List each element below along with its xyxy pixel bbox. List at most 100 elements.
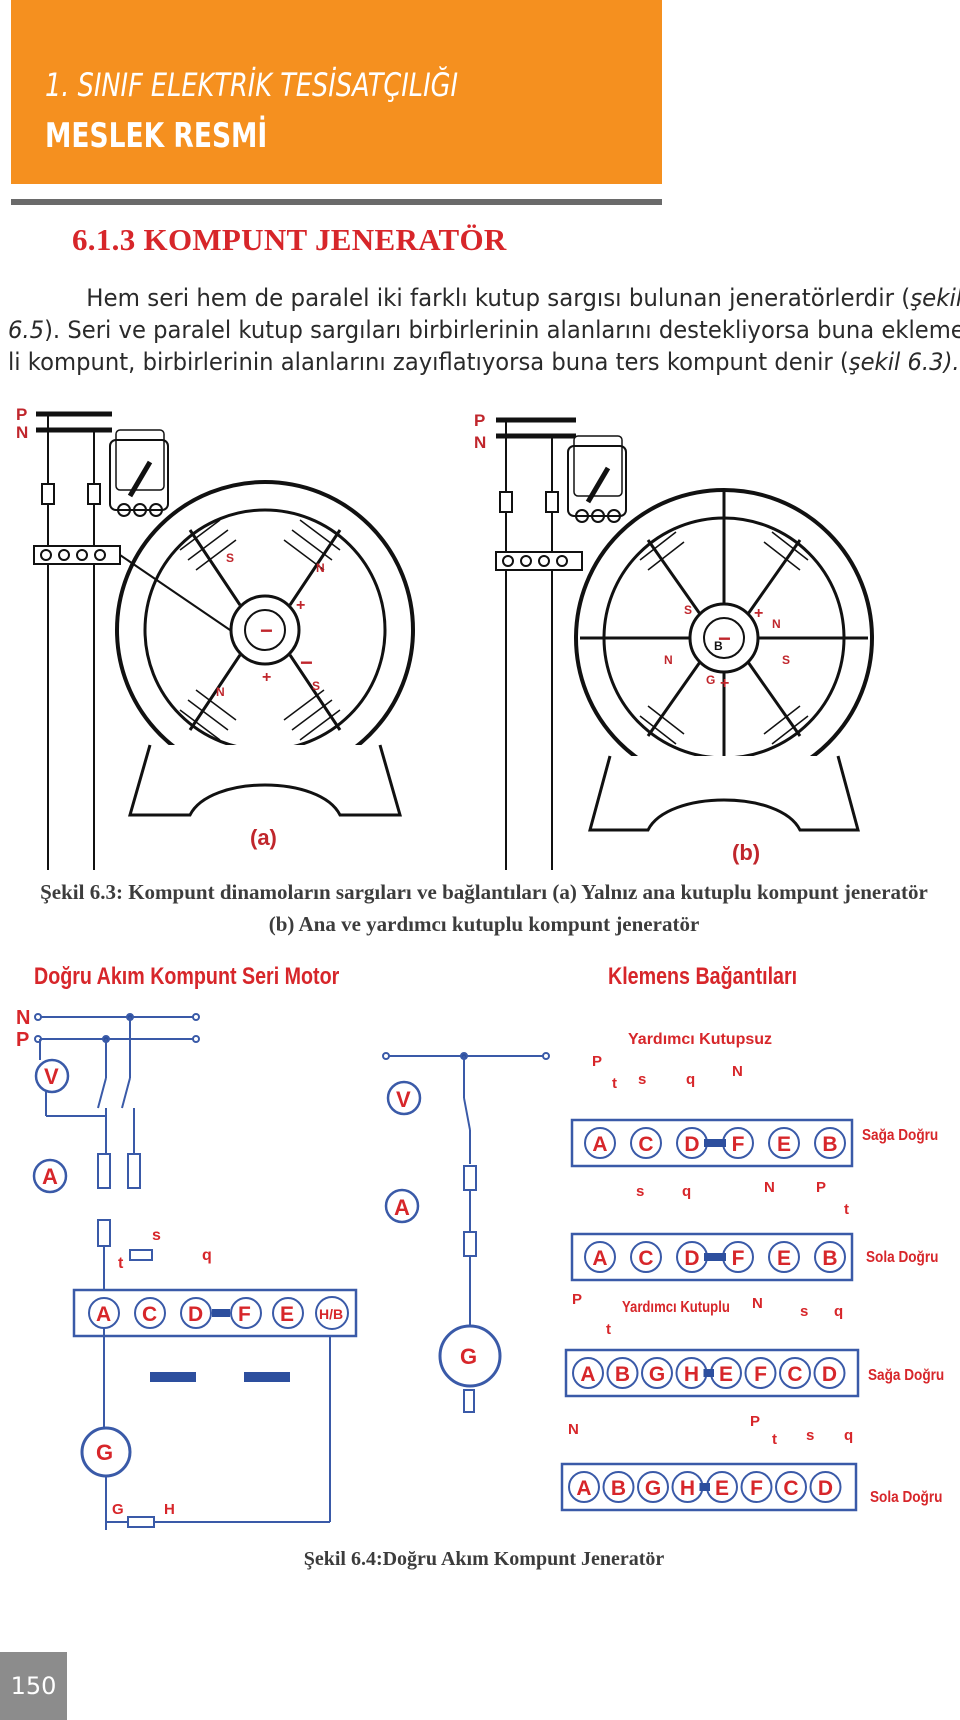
terminal-label: A [592, 1133, 607, 1156]
plus-sign: + [754, 605, 763, 622]
terminal-circle [744, 1357, 777, 1389]
terminal-label: A [592, 1247, 607, 1270]
page-number: 150 [0, 1652, 67, 1720]
terminal-circle [584, 1127, 616, 1159]
terminal-label: E [777, 1247, 791, 1270]
generator-label: G [460, 1344, 477, 1369]
terminal-label: D [822, 1363, 837, 1386]
ammeter-label: A [394, 1195, 410, 1220]
t-mark: t [612, 1075, 617, 1092]
terminal-label: B [611, 1477, 626, 1500]
terminal-circle [814, 1127, 846, 1159]
plus-sign: + [296, 597, 305, 614]
terminal-bridge [704, 1139, 726, 1147]
terminal-f: F [238, 1303, 251, 1326]
supply-p-label: P [474, 411, 485, 430]
header-course-title: 1. SINIF ELEKTRİK TESİSATÇILIĞI [45, 66, 458, 104]
direction-label: Sağa Doğru [862, 1127, 938, 1144]
s-mark: s [800, 1303, 808, 1320]
paragraph-ref: 6.5 [8, 316, 45, 344]
pole-g-label: G [706, 673, 715, 687]
generator-label: G [96, 1440, 113, 1465]
section-title: 6.1.3 KOMPUNT JENERATÖR [72, 222, 507, 257]
paragraph-text: ). Seri ve paralel kutup sargıları birbi… [44, 316, 960, 344]
supply-n-label: N [16, 423, 28, 442]
paragraph-ref: şekil 6.3). [848, 348, 960, 376]
motor-title: Doğru Akım Kompunt Seri Motor [34, 962, 340, 989]
supply-p-label: P [16, 405, 27, 424]
n-mark: N [732, 1063, 743, 1080]
terminal-label: B [822, 1247, 837, 1270]
terminal-label: B [615, 1363, 630, 1386]
pole-n-label: N [664, 653, 673, 667]
terminal-label: C [783, 1477, 798, 1500]
p-label: P [16, 1029, 29, 1051]
terminal-label: C [638, 1247, 653, 1270]
p-mark: P [592, 1053, 602, 1070]
paragraph-text: Hem seri hem de paralel iki farklı kutup… [86, 284, 911, 312]
terminal-label: G [645, 1477, 661, 1500]
terminal-label: E [719, 1363, 733, 1386]
q-mark: q [682, 1183, 691, 1200]
terminal-circle [809, 1471, 842, 1503]
voltmeter-label: V [396, 1087, 411, 1112]
direction-label: Sola Doğru [866, 1249, 938, 1266]
label-a: (a) [250, 825, 277, 850]
terminal-circle [584, 1241, 616, 1273]
t-label: t [118, 1255, 124, 1272]
terminal-bridge [703, 1369, 714, 1377]
t-mark: t [772, 1431, 777, 1448]
plus-sign: + [720, 675, 729, 692]
n-mark: N [764, 1179, 775, 1196]
p-mark: P [816, 1179, 826, 1196]
terminal-label: D [818, 1477, 833, 1500]
terminal-d: D [188, 1303, 203, 1326]
terminal-circle [630, 1241, 662, 1273]
terminal-circle [740, 1471, 773, 1503]
terminal-label: A [580, 1363, 595, 1386]
pole-s-label: S [782, 653, 790, 667]
n-label: N [16, 1007, 30, 1029]
minus-sign: − [260, 618, 273, 643]
terminal-circle [630, 1127, 662, 1159]
q-label: q [202, 1247, 212, 1264]
paragraph-line: 6.5). Seri ve paralel kutup sargıları bi… [8, 314, 960, 346]
paragraph-line: Hem seri hem de paralel iki farklı kutup… [8, 282, 960, 314]
t-mark: t [844, 1201, 849, 1218]
g-terminal-label: G [112, 1501, 124, 1518]
pole-s-label: S [684, 603, 692, 617]
pole-n-label: N [316, 561, 325, 575]
terminal-circle [641, 1357, 673, 1389]
terminal-circle [813, 1357, 846, 1389]
minus-sign: − [300, 650, 313, 675]
body-paragraph: Hem seri hem de paralel iki farklı kutup… [8, 282, 960, 378]
terminal-label: E [715, 1477, 729, 1500]
terminal-a: A [96, 1303, 111, 1326]
figure-6-4-diagrams: Doğru Akım Kompunt Seri Motor Klemens Ba… [16, 962, 944, 1530]
terminal-label: F [732, 1247, 745, 1270]
middle-circuit: V A G [382, 1052, 550, 1413]
terminal-label: B [822, 1133, 837, 1156]
paragraph-text: li kompunt, birbirlerinin alanlarını zay… [8, 348, 849, 376]
plus-sign: + [262, 669, 271, 686]
pole-n-label: N [216, 685, 225, 699]
q-mark: q [844, 1427, 853, 1444]
terminal-bridge [699, 1483, 710, 1491]
terminal-circle [572, 1357, 604, 1389]
chapter-header: 1. SINIF ELEKTRİK TESİSATÇILIĞI MESLEK R… [11, 0, 662, 184]
figure-6-3-generators: P N S N N S − + + − [16, 405, 874, 870]
minus-sign: − [718, 626, 731, 651]
terminal-label: D [684, 1133, 699, 1156]
terminal-hb: H/B [319, 1306, 343, 1322]
terminal-c: C [142, 1303, 157, 1326]
paragraph-ref: şekil [910, 284, 960, 312]
figure-6-3-caption-line2: (b) Ana ve yardımcı kutuplu kompunt jene… [268, 912, 700, 936]
terminal-e: E [280, 1303, 294, 1326]
ammeter-label: A [42, 1164, 58, 1189]
s-mark: s [638, 1071, 646, 1088]
t-mark: t [606, 1321, 611, 1338]
group-label: Yardımcı Kutuplu [622, 1299, 730, 1316]
q-mark: q [834, 1303, 843, 1320]
